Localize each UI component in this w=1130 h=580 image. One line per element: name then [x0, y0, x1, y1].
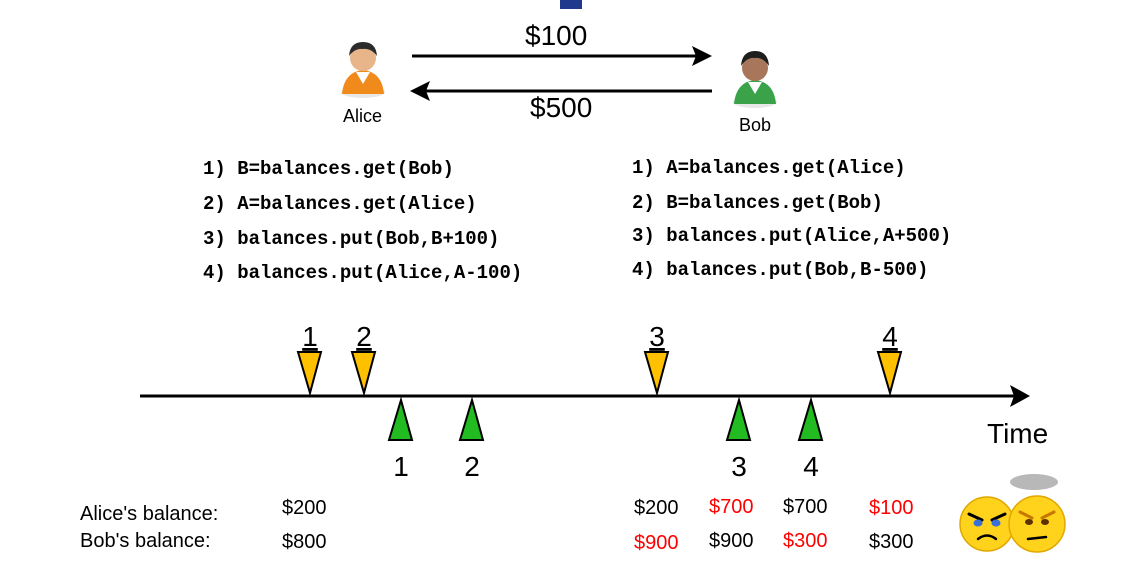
alice-balance-value: $700	[709, 496, 754, 518]
transfer-arrows	[410, 46, 712, 101]
bob-avatar-icon	[733, 51, 777, 108]
bob-marker-1: 1	[387, 396, 414, 482]
alice-marker-1-label: 1	[302, 321, 318, 352]
bob-marker-4-label: 4	[803, 451, 819, 482]
alice-marker-3: 3	[643, 321, 670, 397]
bob-balance-value: $300	[869, 531, 914, 553]
bob-marker-2-label: 2	[464, 451, 480, 482]
alice-name: Alice	[343, 106, 383, 126]
bob-balance-value: $300	[783, 530, 828, 552]
time-axis-arrowhead	[1010, 385, 1030, 407]
annoyed-face-icon	[1008, 474, 1066, 553]
alice-marker-1: 1	[296, 321, 323, 397]
bob-step-2: 2) B=balances.get(Bob)	[632, 192, 883, 214]
alice-step-2: 2) A=balances.get(Alice)	[203, 193, 477, 215]
bob-balance-value: $800	[282, 531, 327, 553]
alice-marker-4-label: 4	[882, 321, 898, 352]
bob-marker-1-label: 1	[393, 451, 409, 482]
bob-to-alice-amount: $500	[530, 92, 593, 123]
alice-marker-2: 2	[350, 321, 377, 397]
bob-balance-value: $900	[709, 530, 754, 552]
bob-balance-value: $900	[634, 532, 679, 554]
bob-name: Bob	[739, 115, 772, 135]
bob-step-4: 4) balances.put(Bob,B-500)	[632, 259, 929, 281]
alice-marker-2-label: 2	[356, 321, 372, 352]
alice-balance-value: $700	[783, 496, 828, 518]
bob-step-1: 1) A=balances.get(Alice)	[632, 157, 906, 179]
alice-step-1: 1) B=balances.get(Bob)	[203, 158, 454, 180]
bob-step-3: 3) balances.put(Alice,A+500)	[632, 225, 952, 247]
alice-balance-value: $200	[634, 497, 679, 519]
alice-avatar-icon	[341, 42, 385, 98]
alice-to-bob-amount: $100	[525, 20, 588, 51]
alice-balance-value: $100	[869, 497, 914, 519]
bob-marker-2: 2	[458, 396, 485, 482]
bob-marker-3: 3	[725, 396, 752, 482]
bob-marker-3-label: 3	[731, 451, 747, 482]
alice-step-4: 4) balances.put(Alice,A-100)	[203, 262, 523, 284]
bob-marker-4: 4	[797, 396, 824, 482]
title-fragment	[560, 0, 582, 9]
alice-marker-4: 4	[876, 321, 903, 397]
alice-balance-label: Alice's balance:	[80, 503, 219, 525]
bob-balance-label: Bob's balance:	[80, 530, 211, 552]
alice-balance-value: $200	[282, 497, 327, 519]
alice-marker-3-label: 3	[649, 321, 665, 352]
time-axis-label: Time	[987, 418, 1048, 449]
alice-step-3: 3) balances.put(Bob,B+100)	[203, 228, 500, 250]
